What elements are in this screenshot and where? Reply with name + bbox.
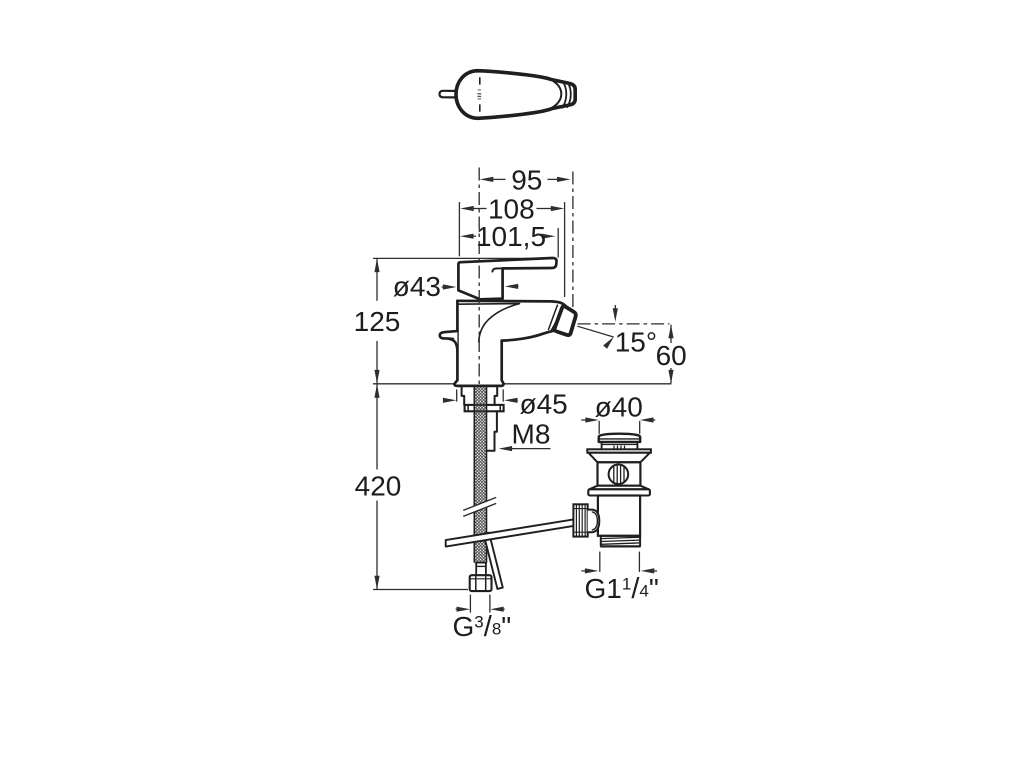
- svg-text:95: 95: [511, 164, 542, 195]
- svg-text:420: 420: [355, 470, 402, 501]
- svg-text:M8: M8: [512, 419, 551, 450]
- svg-text:108: 108: [488, 194, 535, 225]
- svg-text:ø43: ø43: [393, 271, 441, 302]
- svg-text:60: 60: [656, 340, 687, 371]
- svg-text:ø40: ø40: [595, 391, 643, 422]
- svg-text:125: 125: [354, 306, 401, 337]
- svg-text:101,5: 101,5: [476, 221, 546, 252]
- svg-text:ø45: ø45: [520, 389, 568, 420]
- svg-text:15°: 15°: [615, 326, 657, 357]
